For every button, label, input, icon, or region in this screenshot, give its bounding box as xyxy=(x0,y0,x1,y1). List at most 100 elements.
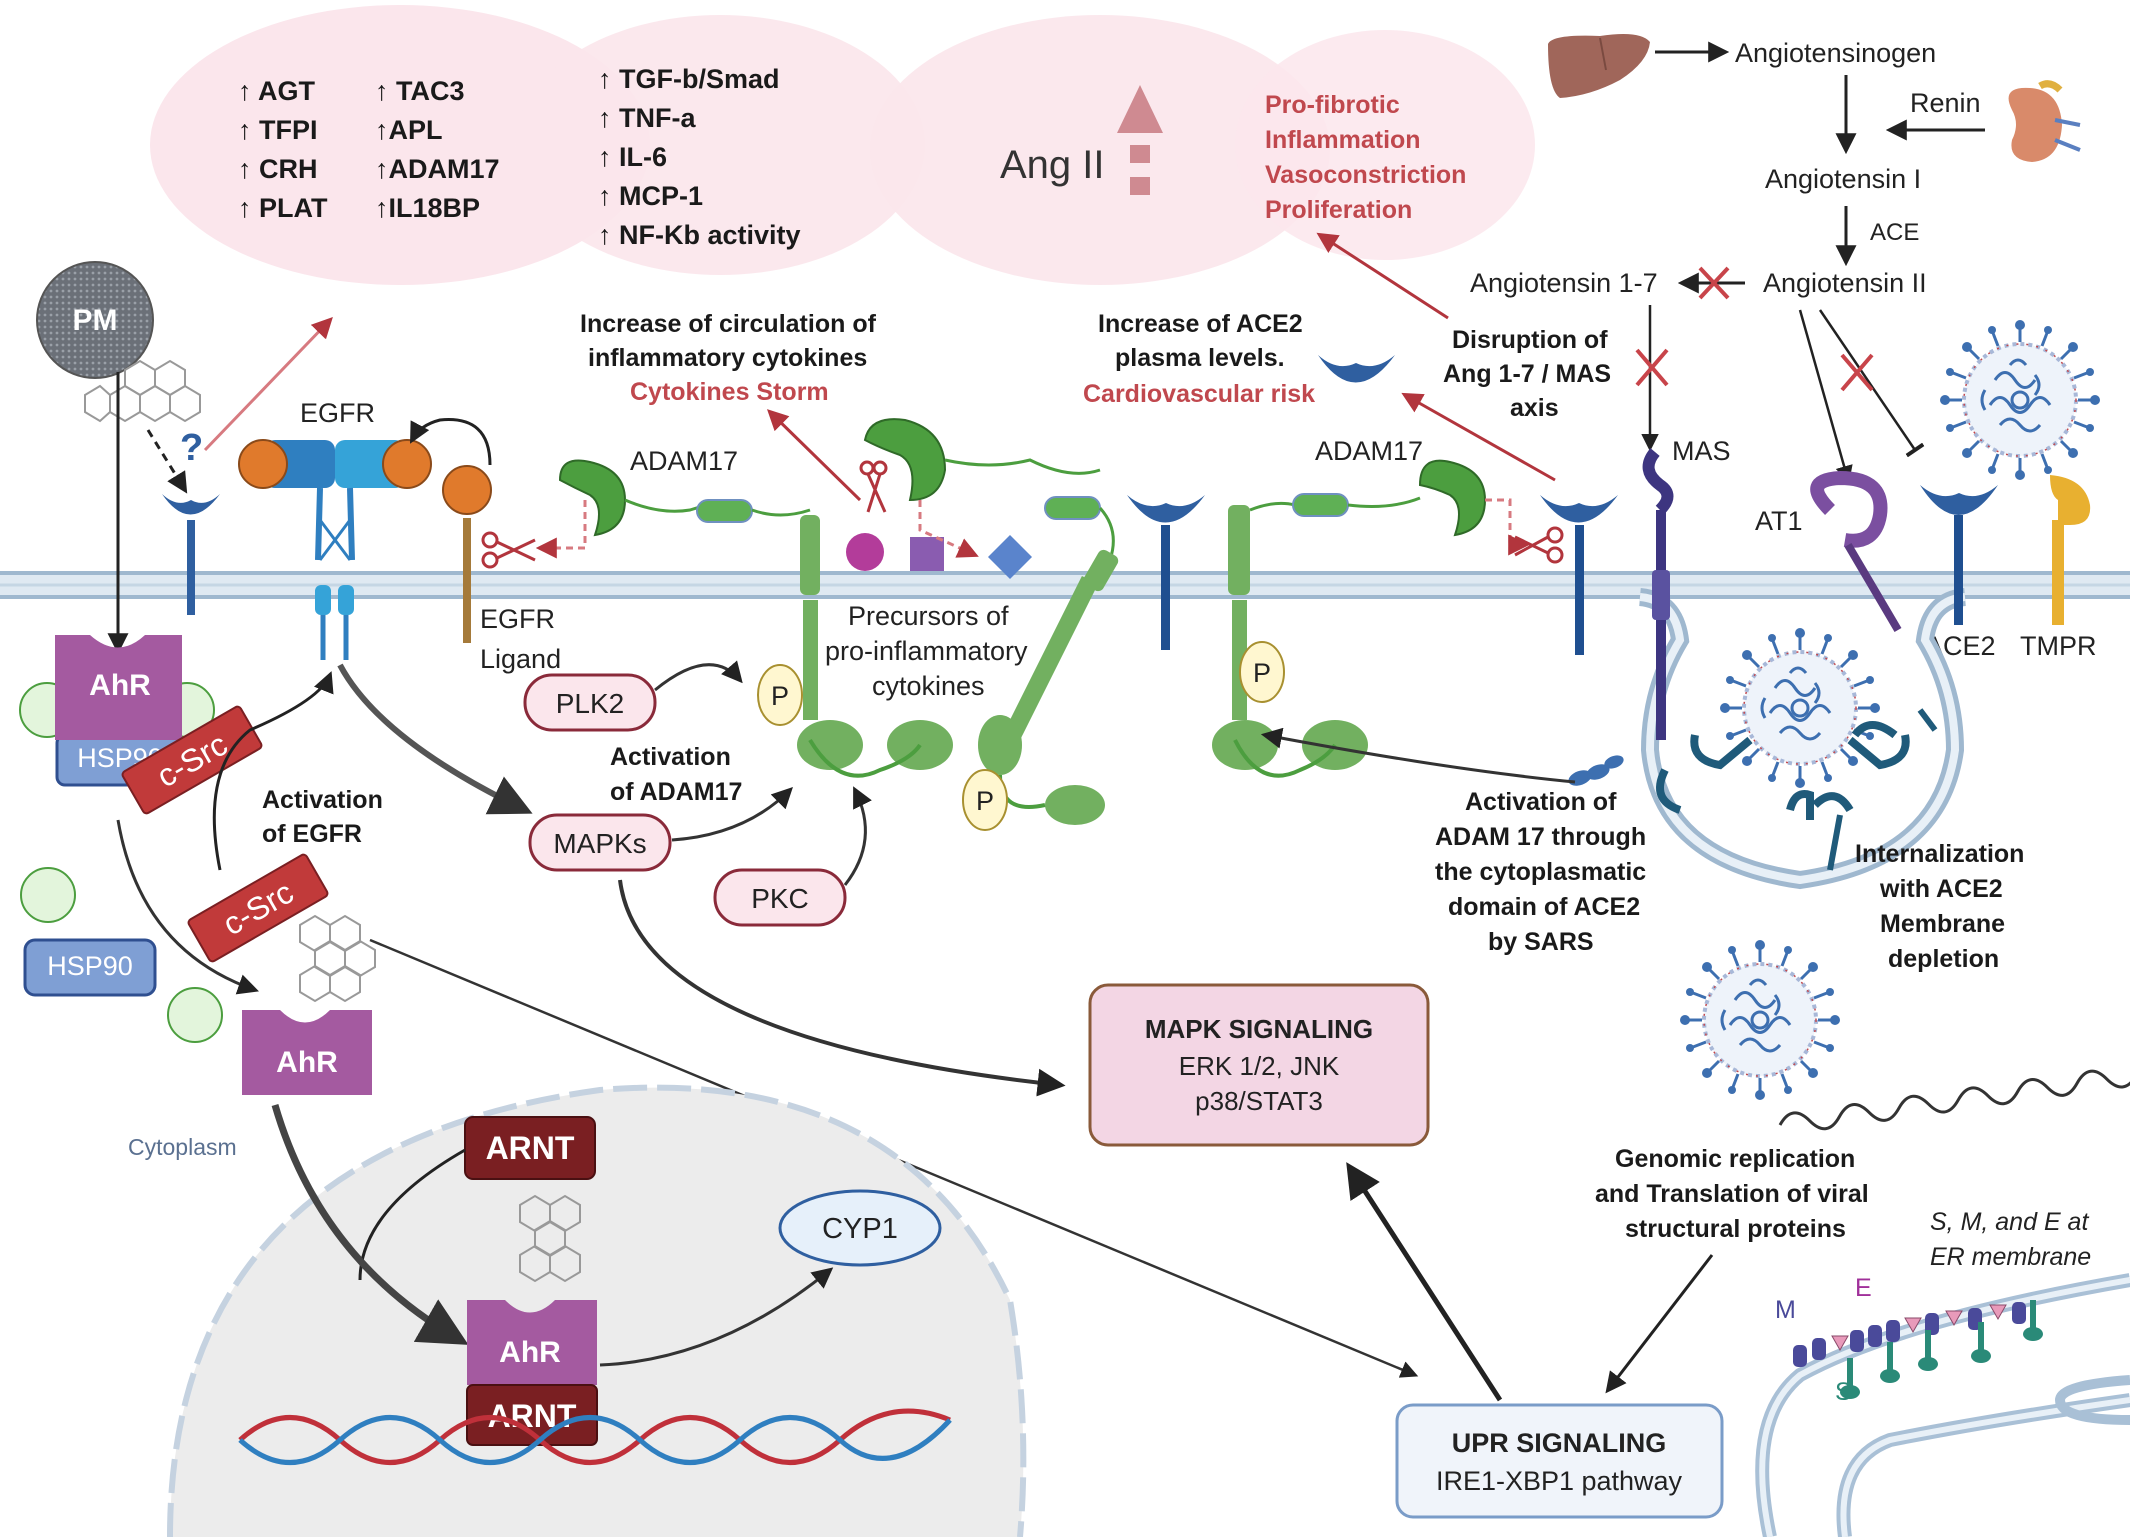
gene-agt: ↑ AGT xyxy=(238,76,315,106)
viral-rna-icon xyxy=(1778,1053,2130,1131)
arrow-plk2-adam17 xyxy=(654,660,743,692)
mapk-signaling-box: MAPK SIGNALING ERK 1/2, JNK p38/STAT3 xyxy=(1088,983,1430,1147)
adam17-cytoplasmic-tail xyxy=(797,600,953,778)
arnt-label: ARNT xyxy=(486,1130,575,1166)
angiotensinogen-label: Angiotensinogen xyxy=(1735,38,1936,68)
arrow-csrc-egfr xyxy=(212,671,334,871)
mapk-line-1: ERK 1/2, JNK xyxy=(1179,1051,1340,1081)
disruption-label-2: Ang 1-7 / MAS xyxy=(1443,360,1611,388)
adam17-active xyxy=(863,418,1119,825)
angii-bubble xyxy=(870,15,1330,285)
tmpr-protease xyxy=(2050,475,2091,625)
effects-bubble xyxy=(1235,30,1535,260)
circulation-label-1: Increase of circulation of xyxy=(580,310,877,338)
up-arrow-icon xyxy=(1117,85,1163,195)
hsp-cofactor-icon xyxy=(20,867,76,923)
upr-line: IRE1-XBP1 pathway xyxy=(1436,1466,1683,1496)
s-protein-label: S xyxy=(1835,1378,1852,1406)
mas-label: MAS xyxy=(1672,436,1731,466)
p-label: P xyxy=(976,786,994,816)
precursors-label-2: pro-inflammatory xyxy=(825,636,1028,666)
activation-adam17-sars-3: the cytoplasmatic xyxy=(1435,858,1646,886)
pkc-node: PKC xyxy=(713,868,847,927)
endocytic-vesicle xyxy=(1638,588,1967,890)
cytokine-bubble xyxy=(515,15,925,275)
adam17-left-label: ADAM17 xyxy=(630,446,738,476)
angiotensin-17-label: Angiotensin 1-7 xyxy=(1470,268,1658,298)
cytokine-nfkb: ↑ NF-Kb activity xyxy=(598,220,801,250)
cytokine-il6: ↑ IL-6 xyxy=(598,142,667,172)
effect-inflammation: Inflammation xyxy=(1265,126,1421,154)
scissors-icon xyxy=(859,460,888,513)
cytokine-mcp1: ↑ MCP-1 xyxy=(598,181,703,211)
arrow-ace2-plasma xyxy=(1401,392,1556,482)
ace2-receptor xyxy=(1920,485,1998,625)
mas-receptor xyxy=(1642,448,1674,740)
arrow-ahr-cyp1 xyxy=(599,1267,834,1367)
angiotensin-i-label: Angiotensin I xyxy=(1765,164,1921,194)
egfr-ligand-label-2: Ligand xyxy=(480,644,561,674)
activation-egfr-label-1: Activation xyxy=(262,786,383,814)
upr-signaling-box: UPR SIGNALING IRE1-XBP1 pathway xyxy=(1395,1403,1724,1519)
dashed-arrow-pm-receptor xyxy=(146,429,188,494)
ahr-label: AhR xyxy=(499,1336,561,1369)
genomic-label-1: Genomic replication xyxy=(1615,1145,1855,1173)
angii-effects: Pro-fibrotic Inflammation Vasoconstricti… xyxy=(1265,91,1466,224)
dashed-arrow-precursor xyxy=(918,500,979,558)
gene-tac3: ↑ TAC3 xyxy=(375,76,465,106)
genomic-label-3: structural proteins xyxy=(1625,1215,1846,1243)
precursors-label-1: Precursors of xyxy=(848,601,1009,631)
phospho-p-badge: P xyxy=(757,664,803,726)
disruption-label-3: axis xyxy=(1510,394,1559,422)
inhibit-angii-ace2 xyxy=(1818,309,1925,458)
scissors-icon xyxy=(481,531,536,569)
gene-il18bp: ↑IL18BP xyxy=(375,193,480,223)
ace2-internalized xyxy=(1656,708,1938,871)
mapks-node: MAPKs xyxy=(528,813,672,872)
cytokine-tnfa: ↑ TNF-a xyxy=(598,103,696,133)
cytokine-list: ↑ TGF-b/Smad ↑ TNF-a ↑ IL-6 ↑ MCP-1 ↑ NF… xyxy=(598,64,801,250)
gene-list-right: ↑ TAC3 ↑APL ↑ADAM17 ↑IL18BP xyxy=(375,76,500,223)
at1-receptor xyxy=(1810,470,1902,633)
at1-label: AT1 xyxy=(1755,506,1803,536)
precursors-label-3: cytokines xyxy=(872,671,985,701)
p-label: P xyxy=(771,681,789,711)
cyp1-node: CYP1 xyxy=(778,1189,942,1267)
mapk-line-2: p38/STAT3 xyxy=(1195,1086,1323,1116)
gene-apl: ↑APL xyxy=(375,115,443,145)
cardio-risk-label: Cardiovascular risk xyxy=(1083,380,1315,408)
plk2-node: PLK2 xyxy=(523,673,657,732)
gene-crh: ↑ CRH xyxy=(238,154,318,184)
egfr-label: EGFR xyxy=(300,398,375,428)
arrow-ligand-egfr xyxy=(410,418,492,466)
pm-label: PM xyxy=(73,304,118,337)
cytoplasm-label: Cytoplasm xyxy=(128,1134,237,1160)
dna-helix-icon xyxy=(238,1408,952,1465)
activation-adam17-sars-5: by SARS xyxy=(1488,928,1594,956)
effect-vasoconstriction: Vasoconstriction xyxy=(1265,161,1466,189)
gene-bubble xyxy=(150,5,650,285)
hsp90-free-label: HSP90 xyxy=(47,951,133,981)
activation-adam17-sars-2: ADAM 17 through xyxy=(1435,823,1646,851)
cytokines-storm-label: Cytokines Storm xyxy=(630,378,829,406)
internalization-label-4: depletion xyxy=(1888,945,1999,973)
liver-icon xyxy=(1548,34,1650,98)
soluble-ace2 xyxy=(1318,355,1395,383)
pah-molecule-icon xyxy=(299,914,376,1003)
sars-cov2-virus-internalized xyxy=(1718,626,1882,790)
sars-cov2-virus-replication xyxy=(1678,938,1842,1102)
cyp1-label: CYP1 xyxy=(822,1213,898,1245)
gene-adam17: ↑ADAM17 xyxy=(375,154,500,184)
block-x-icon xyxy=(1840,353,1874,392)
ace2-plasma-label-1: Increase of ACE2 xyxy=(1098,310,1303,338)
pah-molecule-icon xyxy=(84,359,201,423)
hsp90-free: HSP90 xyxy=(23,938,157,997)
cytokine-tgfb: ↑ TGF-b/Smad xyxy=(598,64,780,94)
arrow-egfr-mapks xyxy=(337,663,533,815)
angiotensin-ii-label: Angiotensin II xyxy=(1763,268,1927,298)
block-x-icon xyxy=(1698,266,1730,300)
cell-membrane xyxy=(0,571,2130,599)
unknown-receptor xyxy=(162,494,220,615)
question-mark: ? xyxy=(180,427,203,469)
activation-adam17-sars-4: domain of ACE2 xyxy=(1448,893,1640,921)
